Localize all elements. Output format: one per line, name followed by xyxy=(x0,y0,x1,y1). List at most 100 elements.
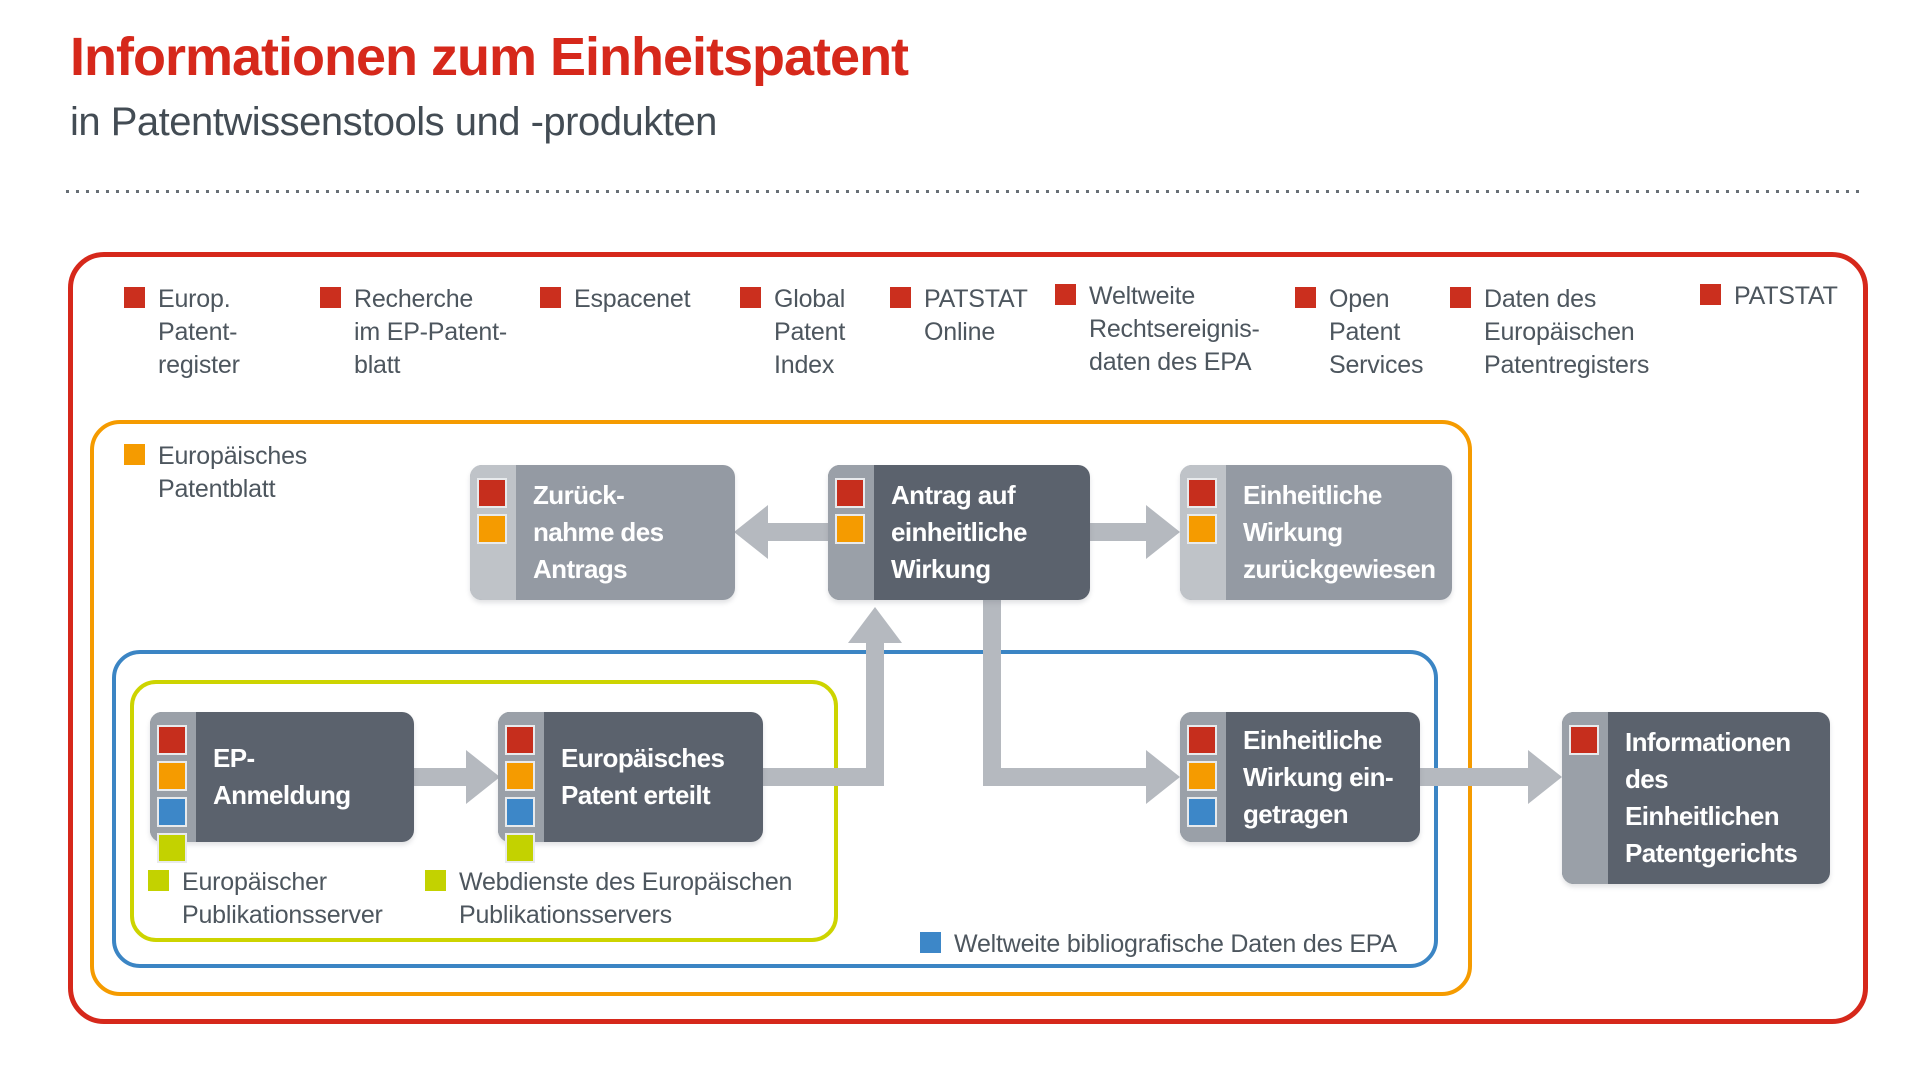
red-square-icon xyxy=(740,287,761,308)
yellowgreen-square-icon xyxy=(425,870,446,891)
yellowgreen-square-icon xyxy=(148,870,169,891)
legend-label: Weltweite bibliografische Daten des EPA xyxy=(954,930,1397,958)
dotted-divider xyxy=(66,190,1860,193)
legend-label: Europ.Patent-register xyxy=(158,283,240,382)
label-line: Antrags xyxy=(533,554,628,584)
red-square-icon xyxy=(320,287,341,308)
blue-square-icon xyxy=(920,932,941,953)
orange-square-icon xyxy=(1187,761,1217,791)
label-line: Patent erteilt xyxy=(561,780,711,810)
red-square-icon xyxy=(157,725,187,755)
orange-square-icon xyxy=(157,761,187,791)
node-label: EP- Anmeldung xyxy=(196,740,355,814)
label-line: Informationen xyxy=(1625,727,1791,757)
orange-square-icon xyxy=(477,514,507,544)
node-stripe xyxy=(828,465,874,600)
yellowgreen-square-icon xyxy=(157,833,187,863)
label-line: blatt xyxy=(354,351,401,379)
label-line: Anmeldung xyxy=(213,780,351,810)
node-stripe xyxy=(498,712,544,863)
page-subtitle: in Patentwissenstools und -produkten xyxy=(70,100,717,144)
node-stripe xyxy=(1180,465,1226,600)
label-line: Weltweite xyxy=(1089,282,1196,310)
node-stripe xyxy=(470,465,516,600)
frame-blue-bibliographic-scope xyxy=(112,650,1438,968)
label-line: Publikationsservers xyxy=(459,901,672,929)
label-line: getragen xyxy=(1243,798,1349,829)
label-line: Europäisches xyxy=(561,743,725,773)
label-line: EP- xyxy=(213,743,255,773)
legend-item-espacenet: Espacenet xyxy=(540,283,691,316)
label-line: Rechtsereignis- xyxy=(1089,315,1260,343)
legend-item-europ-patentregister: Europ.Patent-register xyxy=(124,283,240,382)
legend-label: PATSTAT xyxy=(1734,280,1838,313)
label-line: Services xyxy=(1329,351,1424,379)
red-square-icon xyxy=(477,478,507,508)
arrowhead-left-icon xyxy=(734,505,768,559)
orange-square-icon xyxy=(124,444,145,465)
arrowhead-right-icon xyxy=(1528,750,1562,804)
label-line: Wirkung xyxy=(1243,517,1343,547)
label-line: daten des EPA xyxy=(1089,348,1252,376)
label-line: Wirkung xyxy=(891,554,991,584)
blue-square-icon xyxy=(1187,797,1217,827)
label-line: Einheitliche xyxy=(1243,724,1382,755)
label-line: einheitliche xyxy=(891,517,1027,547)
label-line: Global xyxy=(774,285,846,313)
red-square-icon xyxy=(890,287,911,308)
node-ep-anmeldung: EP- Anmeldung xyxy=(150,712,414,863)
red-square-icon xyxy=(540,287,561,308)
red-square-icon xyxy=(1187,478,1217,508)
label-line: Wirkung ein- xyxy=(1243,761,1394,792)
label-line: Recherche xyxy=(354,285,474,313)
legend-item-weltweite-bibliografische-daten: Weltweite bibliografische Daten des EPA xyxy=(920,928,1397,961)
legend-item-patstat: PATSTAT xyxy=(1700,280,1838,313)
arrowhead-up-icon xyxy=(848,607,902,643)
label-line: zurückgewiesen xyxy=(1243,554,1436,584)
node-stripe xyxy=(150,712,196,863)
label-line: Patentblatt xyxy=(158,475,276,503)
blue-square-icon xyxy=(157,797,187,827)
label-line: Open xyxy=(1329,285,1390,313)
label-line: nahme des xyxy=(533,517,664,547)
label-line: Webdienste des Europäischen xyxy=(459,868,793,896)
arrowhead-right-icon xyxy=(1146,505,1180,559)
connector-anmeldung-to-erteilt xyxy=(414,768,468,786)
red-square-icon xyxy=(1569,725,1599,755)
connector-erteilt-to-antrag-vertical xyxy=(866,642,884,786)
red-square-icon xyxy=(1295,287,1316,308)
label-line: Europäischen xyxy=(1484,318,1635,346)
label-line: Publikationsserver xyxy=(182,901,383,929)
label-line: Index xyxy=(774,351,835,379)
label-line: Europ. xyxy=(158,285,231,313)
node-stripe xyxy=(1180,712,1226,842)
arrowhead-right-icon xyxy=(1146,750,1180,804)
connector-antrag-to-zuruecknahme xyxy=(768,523,828,541)
label-line: Einheitlichen xyxy=(1625,801,1780,831)
label-line: Patent- xyxy=(158,318,238,346)
label-line: Online xyxy=(924,318,996,346)
label-line: Daten des xyxy=(1484,285,1597,313)
frame-orange-patentblatt-scope xyxy=(90,420,1472,996)
label-line: Zurück- xyxy=(533,480,625,510)
label-line: des xyxy=(1625,764,1669,794)
red-square-icon xyxy=(835,478,865,508)
